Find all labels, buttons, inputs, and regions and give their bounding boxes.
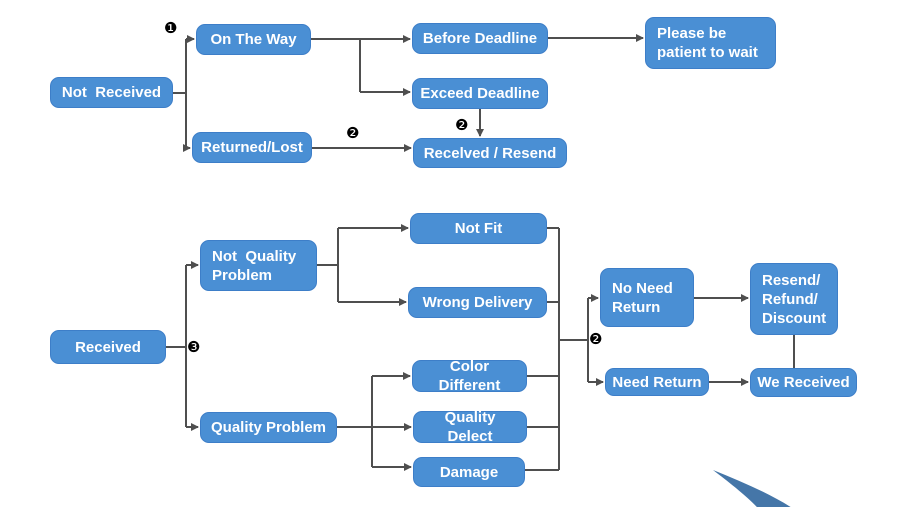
wrong-delivery-node: Wrong Delivery bbox=[408, 287, 547, 318]
quality-delect-node: Quality Delect bbox=[413, 409, 527, 445]
step-2-return-split-marker: ❷ bbox=[589, 330, 603, 348]
please-be-patient-to-wait-node: Please be patient to wait bbox=[645, 17, 776, 69]
need-return-node: Need Return bbox=[605, 368, 709, 396]
not-received-node: Not Received bbox=[50, 77, 173, 108]
before-deadline-node: Before Deadline bbox=[412, 23, 548, 54]
on-the-way-node: On The Way bbox=[196, 24, 311, 55]
step-2-exceed-deadline-marker: ❷ bbox=[455, 116, 469, 134]
recelved-resend-node: Recelved / Resend bbox=[413, 138, 567, 168]
exceed-deadline-node: Exceed Deadline bbox=[412, 78, 548, 109]
quality-problem-node: Quality Problem bbox=[200, 412, 337, 443]
we-received-node: We Received bbox=[750, 368, 857, 397]
step-2-returned-lost-marker: ❷ bbox=[346, 124, 360, 142]
damage-node: Damage bbox=[413, 457, 525, 487]
step-3-marker: ❸ bbox=[187, 338, 201, 356]
not-fit-node: Not Fit bbox=[410, 213, 547, 244]
not-quality-problem-node: Not Quality Problem bbox=[200, 240, 317, 291]
swoosh-decoration bbox=[713, 470, 791, 507]
color-different-node: Color Different bbox=[412, 358, 527, 394]
returned-lost-node: Returned/Lost bbox=[192, 132, 312, 163]
no-need-return-node: No Need Return bbox=[600, 268, 694, 327]
received-node: Received bbox=[50, 330, 166, 364]
step-1-marker: ❶ bbox=[164, 19, 178, 37]
resend-refund-discount-node: Resend/ Refund/ Discount bbox=[750, 263, 838, 335]
